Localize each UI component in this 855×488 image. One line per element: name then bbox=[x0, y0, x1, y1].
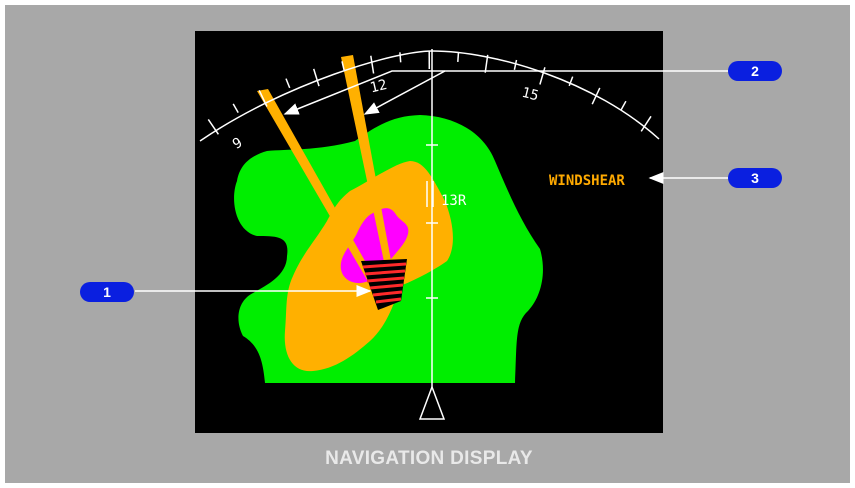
weather-heavy-magenta bbox=[340, 208, 409, 284]
compass-tick bbox=[312, 68, 320, 87]
range-mark-label: 5 bbox=[412, 217, 420, 233]
navigation-display: 13R 5 9 12 15 WINDSHEAR bbox=[195, 31, 663, 433]
compass-tick bbox=[591, 87, 601, 105]
compass-tick bbox=[513, 59, 518, 70]
compass-tick bbox=[484, 54, 489, 73]
callout-badge-1: 1 bbox=[80, 282, 134, 302]
compass-tick bbox=[640, 115, 652, 132]
compass-tick bbox=[370, 55, 375, 74]
windshear-beam-left bbox=[257, 89, 383, 297]
compass-tick bbox=[399, 52, 402, 63]
heading-label-15: 15 bbox=[520, 85, 540, 105]
compass-tick bbox=[207, 118, 220, 135]
compass-tick bbox=[568, 76, 574, 87]
heading-label-12: 12 bbox=[369, 77, 389, 96]
runway-label: 13R bbox=[441, 193, 467, 209]
leader-2 bbox=[363, 70, 730, 115]
compass-tick bbox=[457, 51, 460, 62]
windshear-alert: WINDSHEAR bbox=[549, 173, 625, 189]
windshear-icon bbox=[361, 259, 407, 310]
windshear-beam-right bbox=[341, 55, 397, 295]
aircraft-symbol bbox=[418, 384, 446, 420]
nd-graphics: 13R 5 9 12 15 WINDSHEAR bbox=[199, 49, 660, 420]
compass-tick bbox=[232, 103, 239, 113]
compass-tick bbox=[341, 61, 346, 72]
compass-tick bbox=[620, 100, 627, 111]
callout-badge-3: 3 bbox=[728, 168, 782, 188]
leader-2b bbox=[283, 70, 445, 115]
compass-tick bbox=[539, 67, 546, 85]
runway-symbol bbox=[426, 181, 434, 207]
compass-tick bbox=[258, 89, 268, 107]
compass-tick bbox=[285, 78, 291, 89]
figure-caption: NAVIGATION DISPLAY bbox=[325, 448, 533, 469]
compass-ticks bbox=[207, 50, 652, 135]
callout-badge-2: 2 bbox=[728, 61, 782, 81]
